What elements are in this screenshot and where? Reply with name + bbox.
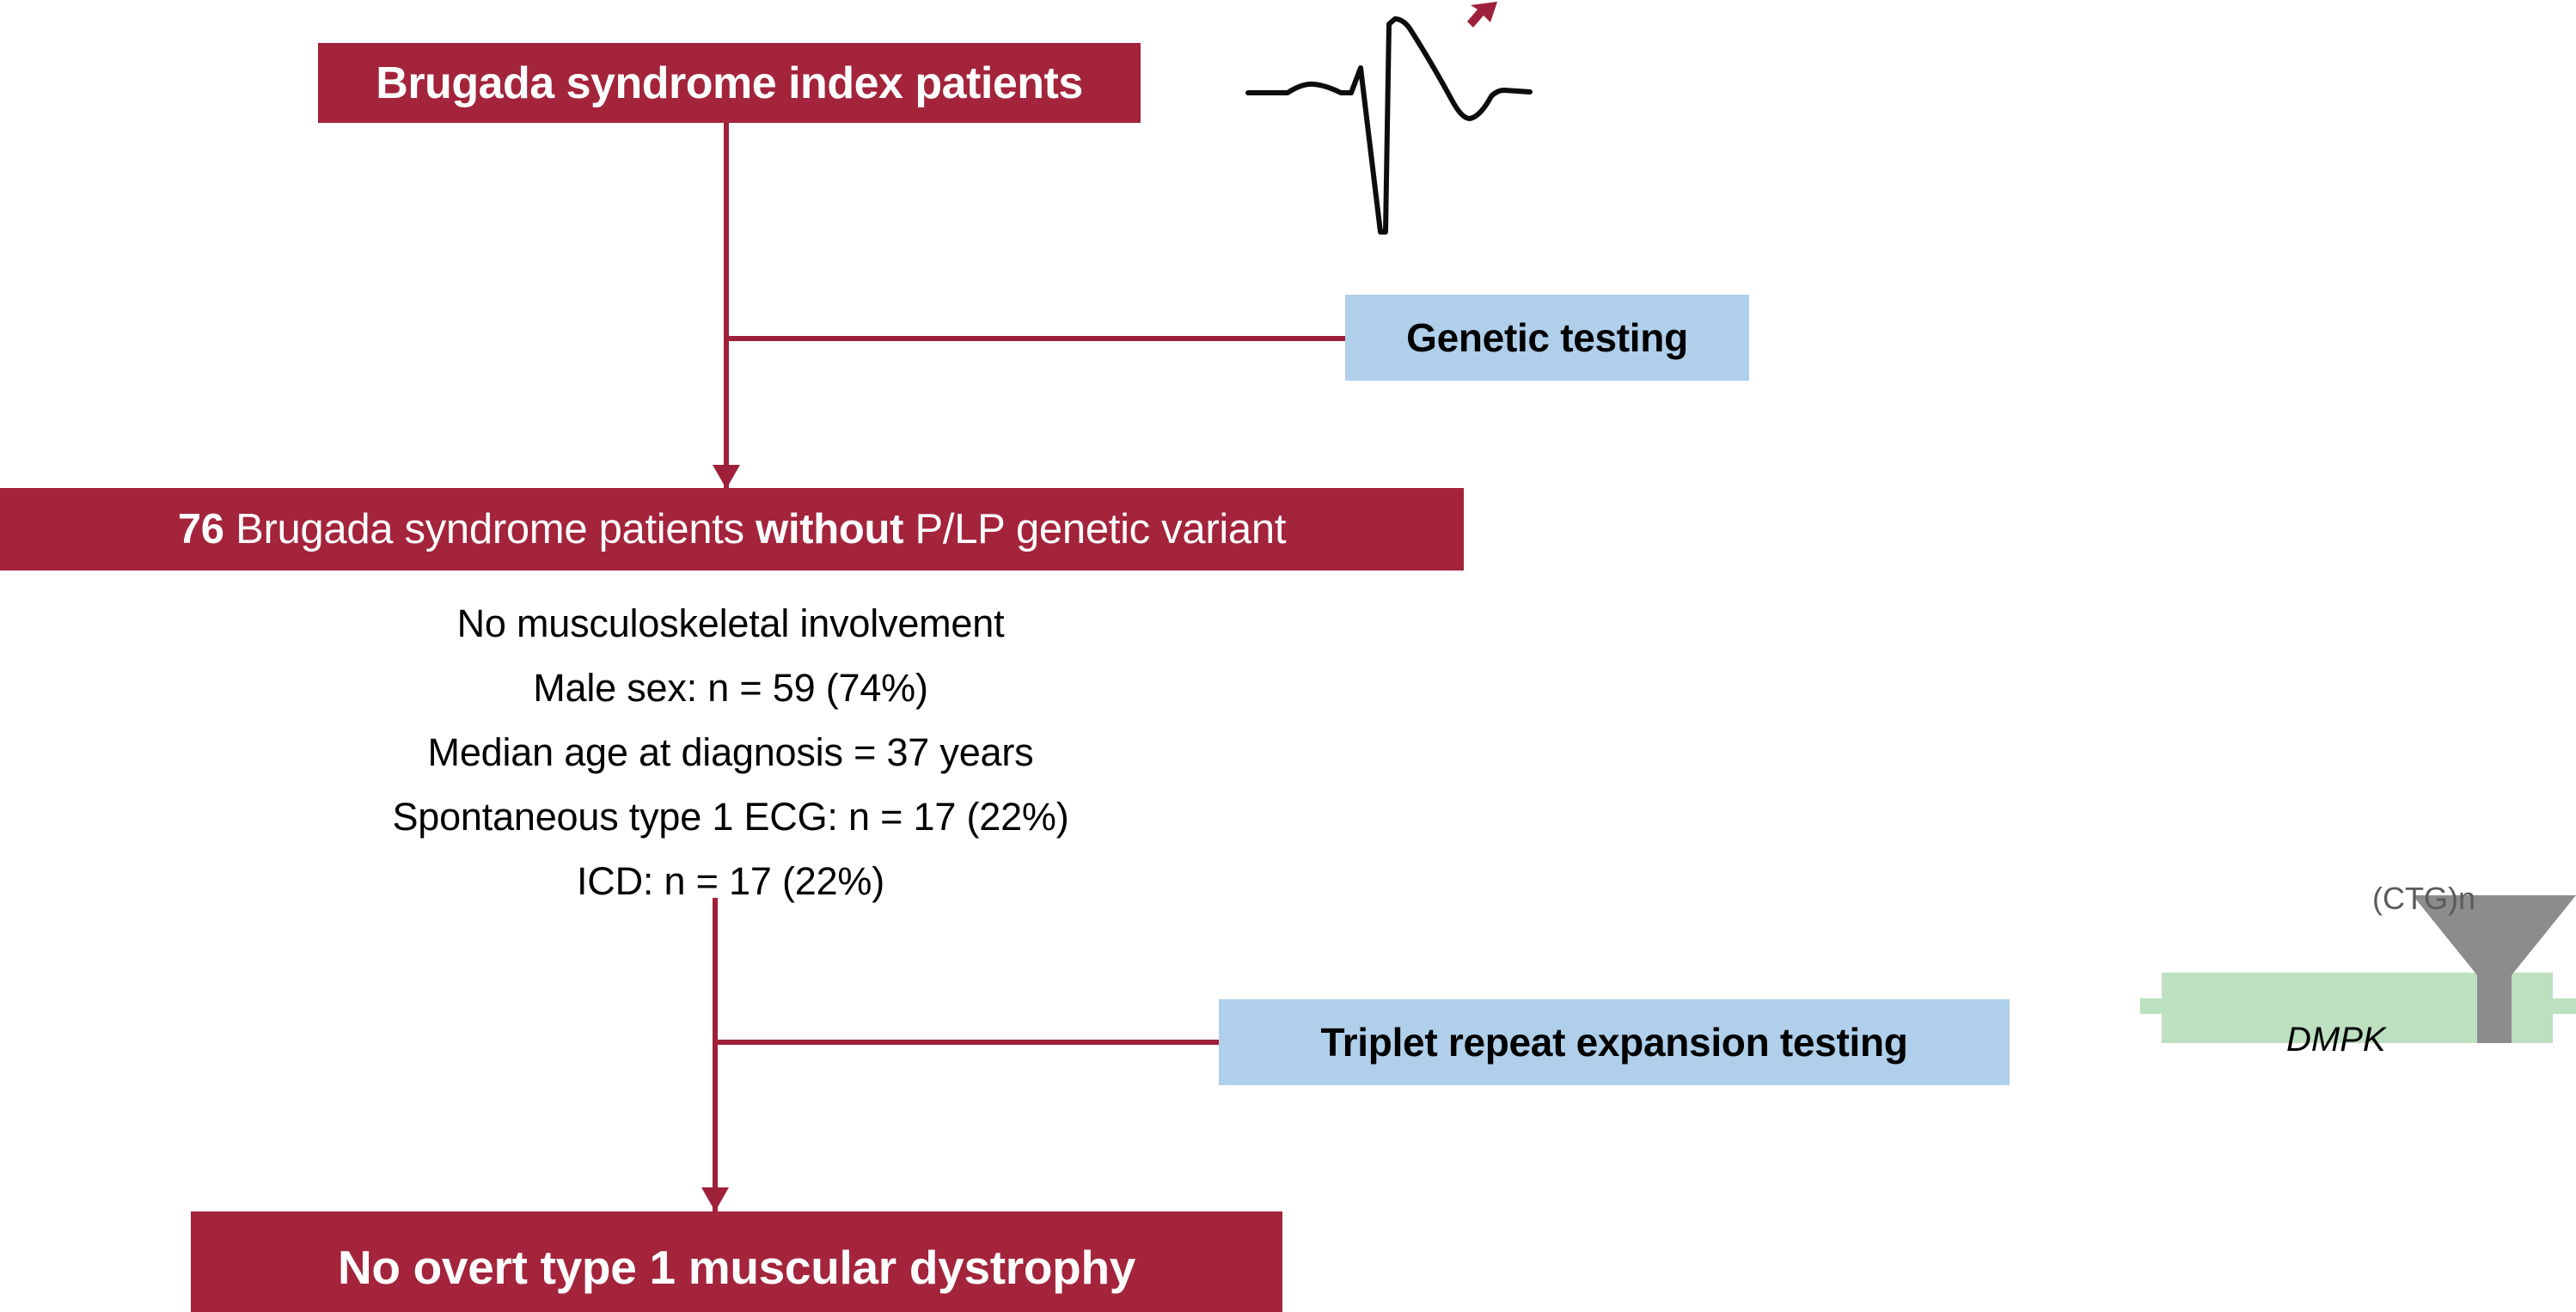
- node-label-cohort: 76 Brugada syndrome patients without P/L…: [177, 505, 1287, 553]
- node-genetic-testing: Genetic testing: [1345, 295, 1749, 381]
- connector-branch-to-triplet-testing: [715, 1040, 1221, 1045]
- node-brugada-index-patients: Brugada syndrome index patients: [318, 43, 1141, 123]
- detail-line-median-age: Median age at diagnosis = 37 years: [427, 730, 1034, 774]
- detail-line-spontaneous-ecg: Spontaneous type 1 ECG: n = 17 (22%): [392, 795, 1069, 839]
- node-label-index-patients: Brugada syndrome index patients: [376, 58, 1083, 108]
- connector-branch-to-genetic-testing: [726, 336, 1347, 341]
- connector-index-to-cohort: [724, 123, 729, 492]
- cohort-count: 76: [177, 506, 224, 552]
- ecg-annotation-arrow-icon: [1453, 0, 1504, 40]
- arrowhead-to-cohort: [713, 465, 740, 489]
- arrowhead-to-outcome: [701, 1187, 729, 1211]
- dmpk-gene-diagram-icon: [2140, 876, 2576, 1091]
- node-label-outcome: No overt type 1 muscular dystrophy: [337, 1241, 1136, 1294]
- detail-line-musculoskeletal: No musculoskeletal involvement: [456, 601, 1005, 645]
- detail-line-male-sex: Male sex: n = 59 (74%): [533, 666, 928, 710]
- node-cohort-without-variant: 76 Brugada syndrome patients without P/L…: [0, 488, 1464, 571]
- cohort-mid-text: Brugada syndrome patients: [223, 506, 756, 552]
- node-triplet-repeat-expansion-testing: Triplet repeat expansion testing: [1219, 999, 2010, 1085]
- node-label-triplet-testing: Triplet repeat expansion testing: [1320, 1020, 1908, 1065]
- dmpk-gene-label: DMPK: [2286, 1021, 2386, 1059]
- ecg-waveform-icon: [1221, 0, 1564, 258]
- cohort-emphasis: without: [756, 506, 904, 552]
- node-label-genetic-testing: Genetic testing: [1406, 315, 1688, 360]
- cohort-suffix-text: P/LP genetic variant: [903, 506, 1287, 552]
- connector-cohort-to-outcome: [713, 898, 718, 1213]
- node-outcome-no-overt-dystrophy: No overt type 1 muscular dystrophy: [191, 1211, 1282, 1312]
- detail-line-icd: ICD: n = 17 (22%): [576, 859, 884, 903]
- cohort-detail-list: No musculoskeletal involvement Male sex:…: [0, 591, 1461, 913]
- ctg-repeat-label: (CTG)n: [2372, 881, 2475, 916]
